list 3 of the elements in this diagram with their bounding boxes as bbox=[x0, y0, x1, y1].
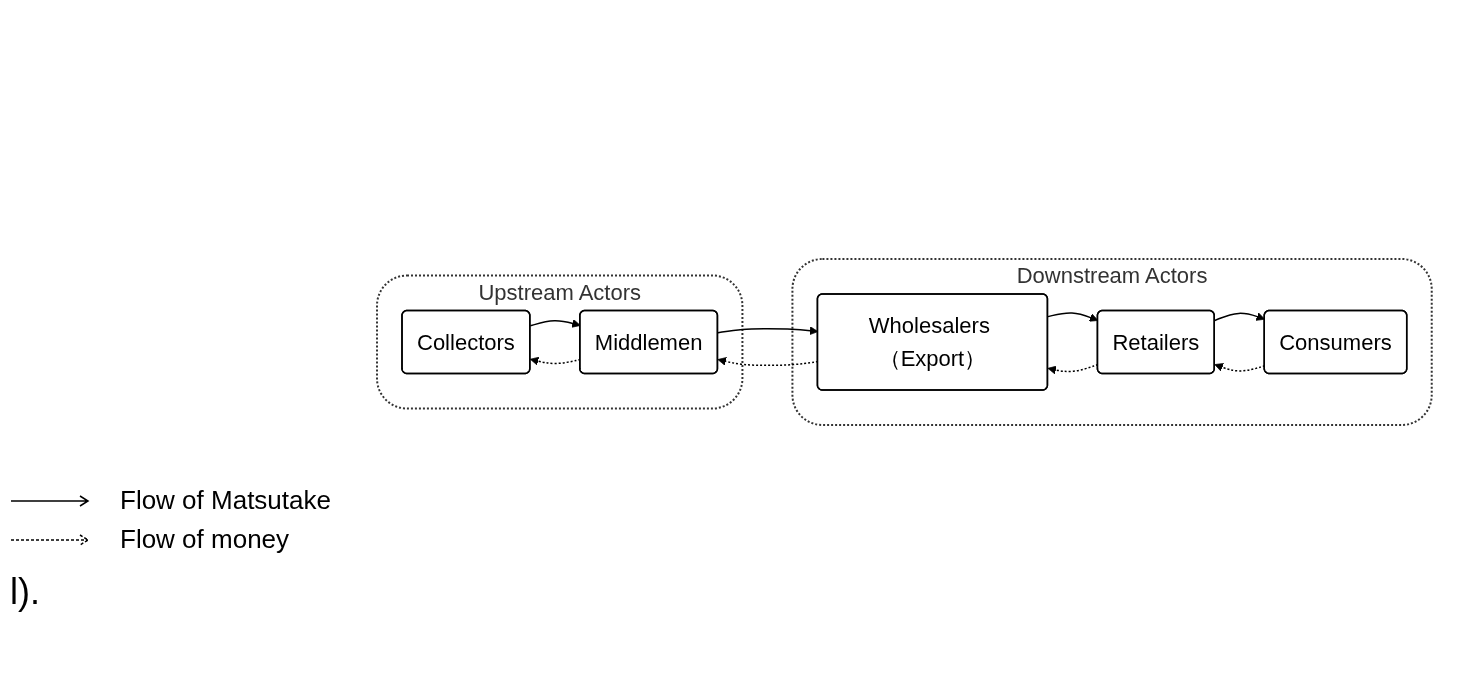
legend-text: Flow of money bbox=[120, 524, 290, 555]
legend-text: Flow of Matsutake bbox=[120, 485, 331, 516]
text-fragment: l). bbox=[10, 571, 41, 613]
